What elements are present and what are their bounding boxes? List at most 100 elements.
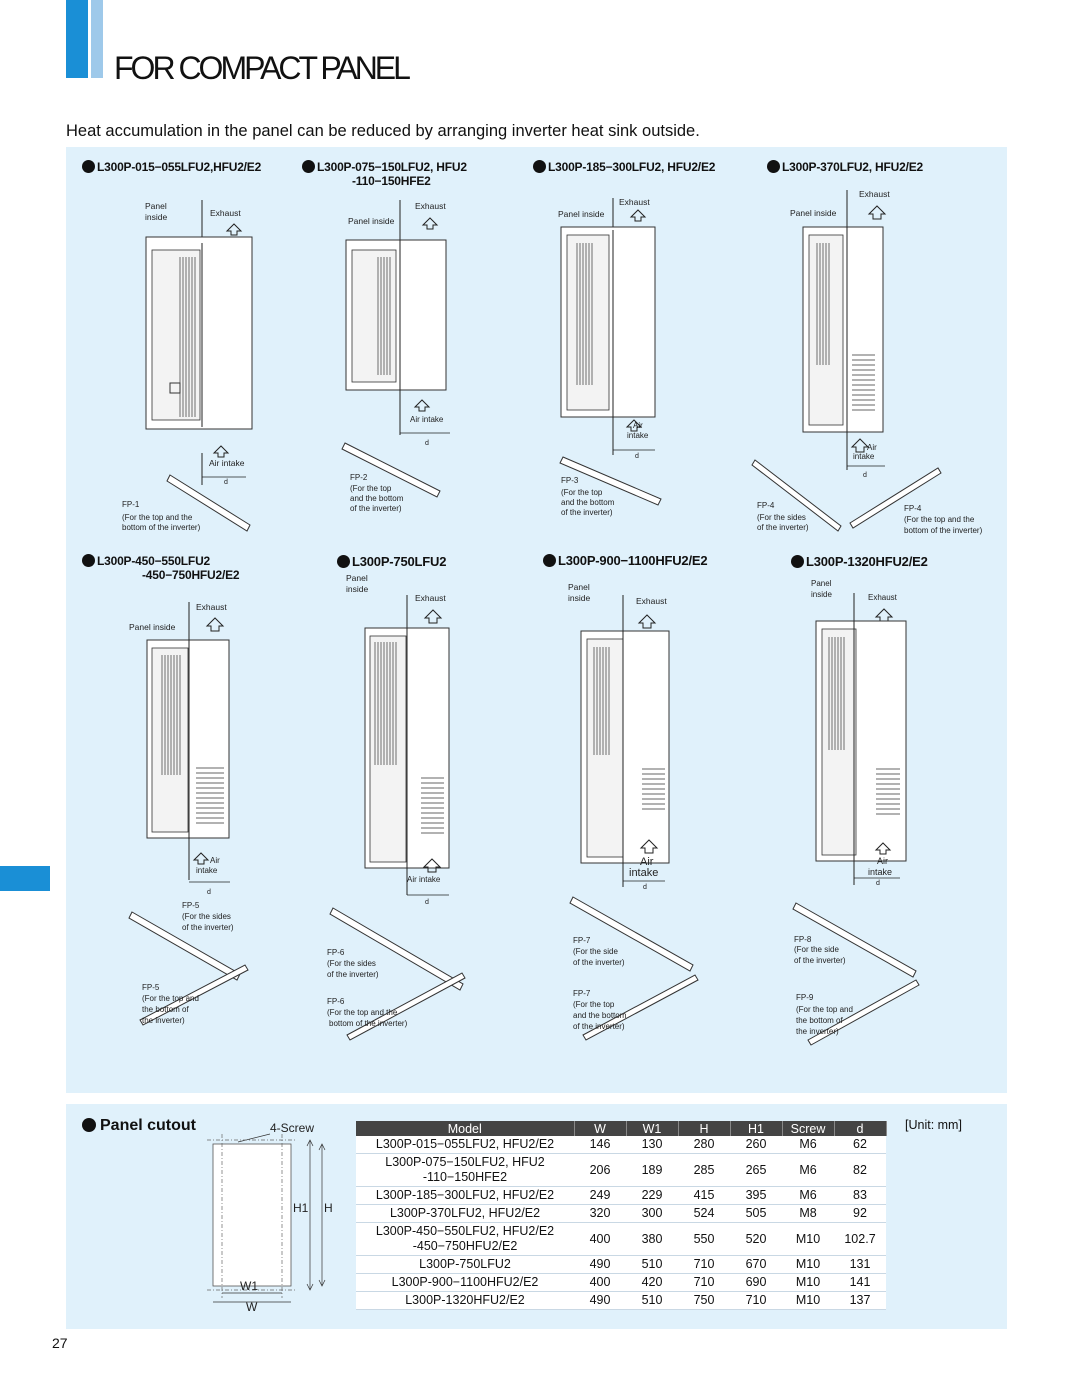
fitting-code: FP-9 <box>796 993 814 1002</box>
bullet-icon <box>791 555 804 568</box>
arrow-up-icon <box>874 842 892 855</box>
svg-text:the bottom of: the bottom of <box>796 1016 843 1025</box>
arrow-up-icon <box>413 399 431 412</box>
svg-text:Air: Air <box>640 856 654 868</box>
h-cell: 285 <box>678 1153 730 1187</box>
model-name: L300P-185−300LFU2, HFU2/E2 <box>375 1188 555 1202</box>
h-cell: 524 <box>678 1204 730 1223</box>
panel-cutout-diagram: 4-Screw H1 H W1 W <box>207 1121 333 1314</box>
fitting-code: FP-6 <box>327 997 345 1006</box>
d-cell: 137 <box>834 1291 886 1310</box>
model-heading: L300P-185−300LFU2, HFU2/E2 <box>533 160 715 174</box>
h-cell: 710 <box>678 1255 730 1274</box>
svg-text:Air: Air <box>867 443 877 452</box>
dimension-table: Model W W1 H H1 Screw d L300P-015−055LFU… <box>356 1121 887 1310</box>
model-cell: L300P-900−1100HFU2/E2 <box>356 1273 574 1292</box>
fitting-code: FP-4 <box>904 504 922 513</box>
exhaust-label: Exhaust <box>210 208 241 218</box>
svg-text:of the inverter): of the inverter) <box>182 923 234 932</box>
screw-cell: M6 <box>782 1186 834 1205</box>
panel-inside-label: Panel inside <box>558 209 605 219</box>
inverter-diagram-8: Panel inside Exhaust Air intake d FP-8 (… <box>792 579 920 1046</box>
w1-cell: 420 <box>626 1273 678 1292</box>
model-name: L300P-900−1100HFU2/E2 <box>391 1275 539 1289</box>
svg-text:Air: Air <box>633 421 643 430</box>
table-row: L300P-450−550LFU2, HFU2/E2-450−750HFU2/E… <box>356 1222 886 1256</box>
svg-text:intake: intake <box>868 867 892 877</box>
bullet-icon <box>767 160 780 173</box>
inside-label: inside <box>145 212 167 222</box>
svg-text:and the bottom: and the bottom <box>350 494 404 503</box>
panel-label: Panel <box>568 582 590 592</box>
h1-cell: 710 <box>730 1291 782 1310</box>
bullet-icon <box>533 160 546 173</box>
arrow-up-icon <box>421 217 439 230</box>
page-number: 27 <box>52 1335 68 1351</box>
bullet-icon <box>82 554 95 567</box>
d-cell: 83 <box>834 1186 886 1205</box>
svg-text:bottom of the inverter): bottom of the inverter) <box>122 523 201 532</box>
svg-text:Air: Air <box>210 856 220 865</box>
svg-text:(For the top: (For the top <box>350 484 392 493</box>
svg-text:Air: Air <box>877 856 888 866</box>
h1-cell: 265 <box>730 1153 782 1187</box>
arrow-up-icon <box>637 614 657 629</box>
h1-cell: 690 <box>730 1273 782 1292</box>
svg-text:of the inverter): of the inverter) <box>757 523 809 532</box>
unit-label: [Unit: mm] <box>905 1118 962 1132</box>
panel-label: Panel <box>346 573 368 583</box>
model-heading: L300P-015−055LFU2,HFU2/E2 <box>82 160 261 174</box>
arrow-up-icon <box>625 419 643 432</box>
svg-text:d: d <box>876 880 880 887</box>
svg-text:d: d <box>224 479 228 486</box>
svg-text:bottom of the inverter): bottom of the inverter) <box>329 1019 408 1028</box>
air-intake-label: Air intake <box>407 875 441 884</box>
air-intake-label: Air intake <box>209 458 245 468</box>
svg-text:d: d <box>635 453 639 460</box>
bullet-icon <box>82 1118 96 1132</box>
h-label: H <box>324 1201 333 1215</box>
svg-text:(For the side: (For the side <box>794 945 839 954</box>
h1-cell: 395 <box>730 1186 782 1205</box>
model-name: -110−150HFE2 <box>422 1170 508 1184</box>
svg-text:of the inverter): of the inverter) <box>561 508 613 517</box>
model-cell: L300P-1320HFU2/E2 <box>356 1291 574 1310</box>
inside-label: inside <box>568 593 590 603</box>
col-header: W1 <box>626 1121 679 1136</box>
svg-text:(For the top and the: (For the top and the <box>904 515 975 524</box>
svg-text:of the inverter): of the inverter) <box>573 958 625 967</box>
screw-cell: M10 <box>782 1255 834 1274</box>
bullet-icon <box>337 555 350 568</box>
inside-label: inside <box>811 590 832 599</box>
model-name: -450−750HFU2/E2 <box>412 1239 518 1253</box>
svg-text:of the inverter): of the inverter) <box>327 970 379 979</box>
w-cell: 206 <box>574 1153 626 1187</box>
exhaust-label: Exhaust <box>619 197 650 207</box>
exhaust-label: Exhaust <box>859 189 890 199</box>
svg-text:d: d <box>425 440 429 447</box>
table-header-row: Model W W1 H H1 Screw d <box>356 1121 887 1136</box>
w1-cell: 189 <box>626 1153 678 1187</box>
model-heading: L300P-750LFU2 <box>337 554 446 569</box>
w1-cell: 510 <box>626 1255 678 1274</box>
h1-cell: 520 <box>730 1222 782 1256</box>
inverter-diagram-4: Panel inside Exhaust Air intake d FP-4 (… <box>751 189 983 535</box>
section-tab <box>0 866 50 891</box>
model-name: L300P-750LFU2 <box>419 1257 511 1271</box>
exhaust-label: Exhaust <box>415 593 446 603</box>
h-cell: 550 <box>678 1222 730 1256</box>
svg-text:bottom of the inverter): bottom of the inverter) <box>904 526 983 535</box>
arrow-up-icon <box>212 445 230 458</box>
fitting-code: FP-3 <box>561 476 579 485</box>
cutout-rect <box>212 1143 292 1287</box>
model-cell: L300P-075−150LFU2, HFU2-110−150HFE2 <box>356 1153 574 1187</box>
bullet-icon <box>82 160 95 173</box>
d-cell: 62 <box>834 1136 886 1154</box>
h1-label: H1 <box>293 1201 309 1215</box>
arrow-up-icon <box>205 617 225 632</box>
arrow-up-icon <box>423 609 443 624</box>
fitting-code: FP-2 <box>350 473 368 482</box>
